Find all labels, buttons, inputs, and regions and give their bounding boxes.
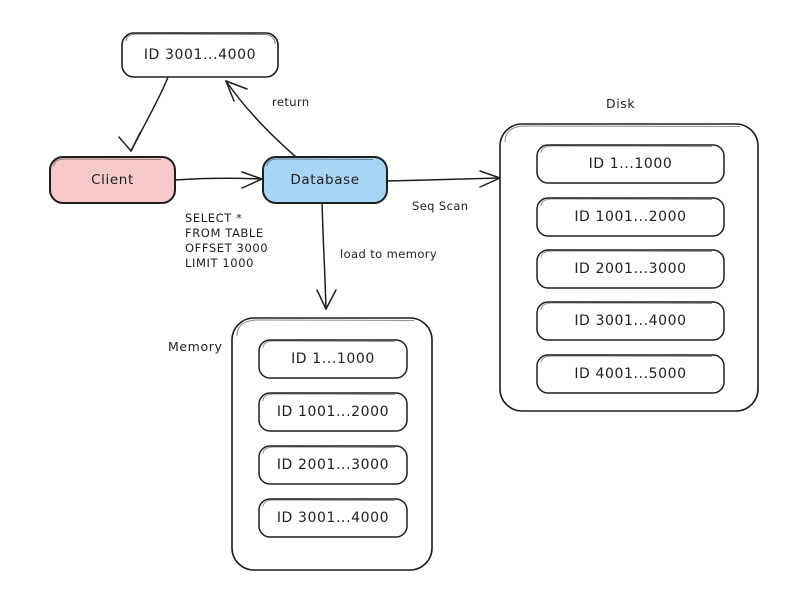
sql-query-text: SELECT * FROM TABLE OFFSET 3000 LIMIT 10… (185, 211, 269, 270)
disk-page-1[interactable] (536, 144, 725, 184)
disk-page-5[interactable] (536, 354, 725, 394)
edge-result-to-client (118, 76, 169, 152)
disk-page-4[interactable] (536, 301, 725, 341)
memory-page-shapes (258, 339, 408, 538)
edge-label-seq-scan: Seq Scan (412, 199, 469, 213)
memory-page-4[interactable] (258, 498, 408, 538)
result-chip-shape[interactable] (121, 32, 279, 78)
edge-database-to-disk (386, 170, 501, 188)
client-shape[interactable] (49, 156, 176, 204)
disk-page-3[interactable] (536, 249, 725, 289)
edge-label-load-to-memory: load to memory (340, 247, 438, 261)
memory-page-1[interactable] (258, 339, 408, 379)
edge-database-to-memory (316, 200, 337, 310)
edge-client-to-database (174, 171, 263, 189)
disk-page-shapes (536, 144, 725, 394)
memory-page-3[interactable] (258, 445, 408, 485)
disk-group-title: Disk (606, 96, 636, 111)
database-shape[interactable] (262, 156, 388, 204)
memory-page-2[interactable] (258, 392, 408, 432)
edge-label-return: return (272, 95, 310, 109)
edge-database-to-result (225, 80, 297, 158)
disk-page-2[interactable] (536, 197, 725, 237)
memory-group-title: Memory (168, 339, 223, 354)
